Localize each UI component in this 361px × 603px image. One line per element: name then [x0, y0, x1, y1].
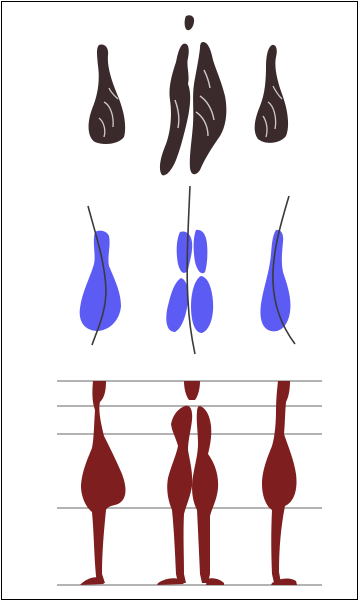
gray-mask-front-right: [190, 42, 227, 174]
red-silhouette-front-right: [192, 406, 218, 583]
row-red-silhouettes: [57, 381, 322, 585]
blue-mask-left: [80, 231, 121, 331]
row-blue-masks-with-curves: [80, 186, 295, 354]
curve-front: [187, 186, 195, 354]
blue-mask-front-upper-right: [194, 230, 208, 273]
gray-mask-front-top: [185, 15, 195, 30]
gray-mask-front-left: [160, 44, 190, 176]
gray-mask-left: [89, 44, 126, 144]
red-head-front: [184, 381, 200, 400]
red-silhouette-left: [81, 381, 125, 583]
red-silhouette-right: [262, 381, 297, 583]
blue-mask-front-lower-right: [191, 276, 213, 333]
red-feet-front: [157, 578, 224, 585]
blue-mask-front-lower-left: [166, 278, 188, 332]
red-silhouette-front-left: [167, 406, 192, 583]
row-grayscale-masks: [89, 15, 289, 175]
blue-mask-front-upper-left: [177, 231, 193, 272]
gray-mask-right: [255, 45, 288, 143]
